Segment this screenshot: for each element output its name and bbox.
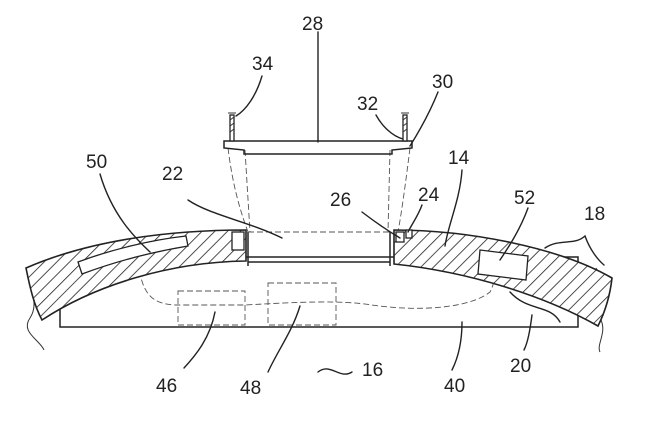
leader-40 <box>451 321 463 371</box>
seal-26 <box>395 231 405 243</box>
ref-30: 30 <box>432 72 453 93</box>
component-46-box <box>177 290 246 326</box>
leader-22 <box>187 199 283 239</box>
leader-24 <box>407 204 423 233</box>
screw-32 <box>401 112 409 142</box>
wall-section-left <box>25 229 247 322</box>
leader-18 <box>544 234 605 266</box>
insert-52 <box>477 249 529 281</box>
insert-50 <box>77 235 189 275</box>
ref-16: 16 <box>362 360 383 381</box>
ref-40: 40 <box>444 376 465 397</box>
leader-48 <box>267 305 301 373</box>
cap-projection-inner-right <box>387 149 391 233</box>
ref-20: 20 <box>510 356 531 377</box>
ref-18: 18 <box>584 204 605 225</box>
ref-28: 28 <box>302 14 323 35</box>
ref-24: 24 <box>418 185 440 206</box>
cap-28 <box>223 140 413 155</box>
leader-30 <box>409 91 439 147</box>
leader-34 <box>235 75 263 117</box>
ref-22: 22 <box>162 164 183 185</box>
ref-52: 52 <box>514 188 535 209</box>
leader-20 <box>509 291 561 351</box>
component-48-box <box>267 282 337 326</box>
leader-32 <box>375 114 404 140</box>
ref-34: 34 <box>252 54 274 75</box>
leader-46 <box>183 311 216 369</box>
ref-26: 26 <box>330 190 351 211</box>
cap-projection-right <box>397 147 411 233</box>
wall-section-right <box>393 229 613 328</box>
leader-16 <box>317 368 353 375</box>
ref-46: 46 <box>156 376 177 397</box>
ref-32: 32 <box>357 94 378 115</box>
cap-projection-inner-left <box>244 149 251 233</box>
ref-50: 50 <box>86 152 107 173</box>
leader-26 <box>361 211 401 239</box>
leader-14 <box>444 169 463 247</box>
screw-34 <box>228 112 236 142</box>
seal-left <box>231 231 245 251</box>
cap-projection-left <box>227 147 249 233</box>
leader-50 <box>99 173 151 253</box>
ref-14: 14 <box>448 148 470 169</box>
ref-48: 48 <box>240 378 261 399</box>
leader-52 <box>499 207 529 261</box>
